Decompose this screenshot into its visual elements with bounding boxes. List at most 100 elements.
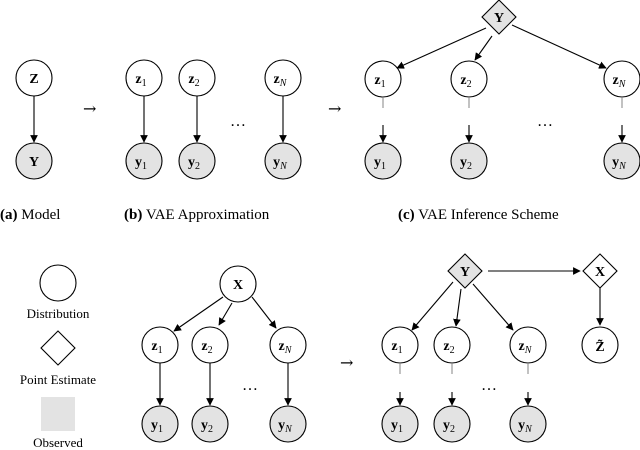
svg-text:y1: y1 xyxy=(135,155,147,172)
node-zN-label: z xyxy=(613,73,619,88)
node-Y-e-label: Y xyxy=(460,265,470,280)
edge-Y-zN xyxy=(511,24,607,69)
legend-observed-symbol xyxy=(41,397,75,431)
ellipsis-d: … xyxy=(242,377,258,394)
caption-a: (a) Model xyxy=(0,207,60,223)
node-zN: zN xyxy=(603,60,640,98)
node-z1-sub: 1 xyxy=(158,345,163,356)
caption-a-text: Model xyxy=(18,207,61,223)
node-yN-sub: N xyxy=(524,424,533,435)
transition-arrow-b-c: → xyxy=(328,99,341,118)
node-yN-sub: N xyxy=(284,424,293,435)
node-z2-label: z xyxy=(460,73,466,88)
node-Y-point-estimate: Y xyxy=(481,0,517,35)
node-z2-label: z xyxy=(201,339,207,354)
node-Z-label: Z xyxy=(29,72,38,87)
svg-text:y1: y1 xyxy=(374,155,386,172)
node-X-e-label: X xyxy=(595,265,605,280)
node-z1-sub: 1 xyxy=(398,345,403,356)
node-Y-c-label: Y xyxy=(494,11,504,26)
node-Ztilde: Z̃ xyxy=(581,326,619,364)
node-y2-label: y xyxy=(201,418,208,433)
svg-text:y2: y2 xyxy=(201,418,213,435)
node-y2-sub: 2 xyxy=(467,161,472,172)
node-z2-label: z xyxy=(443,339,449,354)
node-Y-label: Y xyxy=(29,155,39,170)
svg-text:z2: z2 xyxy=(188,72,199,89)
node-y1-sub: 1 xyxy=(381,161,386,172)
svg-text:z2: z2 xyxy=(201,339,212,356)
node-yN: yN xyxy=(509,405,547,443)
node-X-point-estimate: X xyxy=(582,253,618,289)
svg-text:zN: zN xyxy=(519,339,533,356)
svg-text:z2: z2 xyxy=(460,73,471,90)
node-y2-sub: 2 xyxy=(195,161,200,172)
ellipsis-e: … xyxy=(481,377,497,394)
legend-distribution-label: Distribution xyxy=(27,306,90,321)
node-y1-label: y xyxy=(135,155,142,170)
node-z2: z2 xyxy=(178,59,216,97)
svg-text:yN: yN xyxy=(612,155,627,172)
node-yN-label: y xyxy=(273,155,280,170)
node-z1: z1 xyxy=(364,60,402,98)
panel-b-vae-approximation: z1 z2 … zN y1 y2 yN xyxy=(125,59,302,180)
node-z1: z1 xyxy=(381,326,419,364)
node-z1-sub: 1 xyxy=(142,78,147,89)
node-y2: y2 xyxy=(191,405,229,443)
node-zN: zN xyxy=(509,326,547,364)
svg-text:zN: zN xyxy=(279,339,293,356)
node-y1-sub: 1 xyxy=(142,161,147,172)
svg-text:y1: y1 xyxy=(391,418,403,435)
node-z2-sub: 2 xyxy=(467,79,472,90)
caption-c: (c) VAE Inference Scheme xyxy=(398,207,559,223)
node-y1: y1 xyxy=(364,142,402,180)
node-yN-sub: N xyxy=(618,161,627,172)
edge-Y-z2 xyxy=(474,35,493,61)
caption-a-tag: (a) xyxy=(0,207,18,223)
node-yN-label: y xyxy=(518,418,525,433)
node-Ztilde-label: Z̃ xyxy=(595,338,604,355)
ellipsis-b: … xyxy=(230,113,246,130)
legend: Distribution Point Estimate Observed xyxy=(20,264,96,450)
svg-text:zN: zN xyxy=(613,73,627,90)
node-z2: z2 xyxy=(191,326,229,364)
node-y2: y2 xyxy=(178,142,216,180)
edge-Y-z1 xyxy=(396,27,487,69)
node-y2-sub: 2 xyxy=(208,424,213,435)
node-y1-sub: 1 xyxy=(398,424,403,435)
node-yN: yN xyxy=(264,142,302,180)
node-y2: y2 xyxy=(450,142,488,180)
node-z1-label: z xyxy=(374,73,380,88)
node-z1-label: z xyxy=(391,339,397,354)
node-yN-sub: N xyxy=(279,161,288,172)
node-z2-sub: 2 xyxy=(195,78,200,89)
node-z2-label: z xyxy=(188,72,194,87)
node-y1: y1 xyxy=(381,405,419,443)
node-yN-label: y xyxy=(278,418,285,433)
node-y2-label: y xyxy=(460,155,467,170)
node-y2: y2 xyxy=(433,405,471,443)
node-yN-label: y xyxy=(612,155,619,170)
node-y1-label: y xyxy=(151,418,158,433)
ellipsis-c: … xyxy=(537,113,553,130)
caption-c-text: VAE Inference Scheme xyxy=(415,207,559,223)
caption-b-text: VAE Approximation xyxy=(142,207,269,223)
node-z1-sub: 1 xyxy=(381,79,386,90)
svg-text:z1: z1 xyxy=(135,72,146,89)
node-y1: y1 xyxy=(141,405,179,443)
svg-text:y1: y1 xyxy=(151,418,163,435)
edge-X-zN xyxy=(251,296,277,329)
node-z1: z1 xyxy=(141,326,179,364)
panel-a-model: Z Y xyxy=(15,59,53,180)
node-zN-label: z xyxy=(519,339,525,354)
svg-text:y2: y2 xyxy=(460,155,472,172)
panel-e-inference-graph: Y X Z̃ z1 z2 … zN y1 y2 xyxy=(381,253,619,443)
panel-c-vae-inference-scheme: Y z1 z2 … zN y1 y2 yN xyxy=(364,0,640,180)
node-X-label: X xyxy=(233,278,243,293)
edge-X-z2 xyxy=(218,302,233,326)
node-X: X xyxy=(219,265,257,303)
node-y2-label: y xyxy=(188,155,195,170)
panel-d-amortized-graph: X z1 z2 … zN y1 y2 yN xyxy=(141,265,307,443)
node-zN-label: z xyxy=(274,72,280,87)
